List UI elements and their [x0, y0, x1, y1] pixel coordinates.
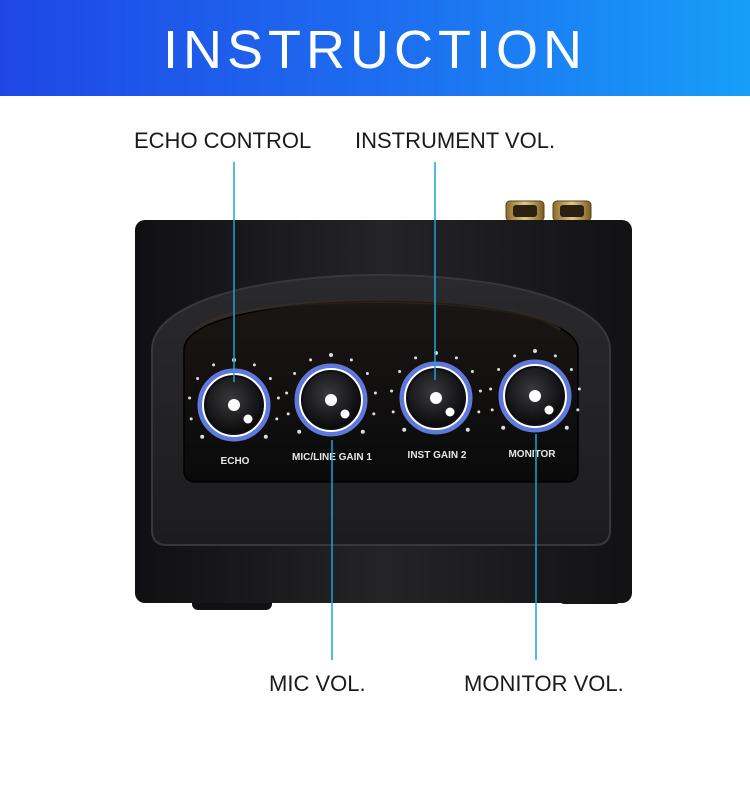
knob-mic-line-gain[interactable] [285, 353, 377, 437]
callout-instrument-vol: INSTRUMENT VOL. [355, 128, 556, 153]
rear-jack-right [552, 200, 592, 222]
callout-mic-vol: MIC VOL. [269, 671, 366, 696]
banner-title: INSTRUCTION [163, 20, 587, 80]
knob-label-echo: ECHO [221, 456, 250, 467]
knob-label-inst-gain: INST GAIN 2 [408, 450, 467, 461]
rear-jack-left [505, 200, 545, 222]
callout-monitor-vol: MONITOR VOL. [464, 671, 624, 696]
knob-monitor[interactable] [489, 349, 581, 433]
control-panel [183, 300, 579, 483]
knob-inst-gain[interactable] [390, 351, 482, 435]
knob-echo[interactable] [188, 358, 280, 442]
callout-echo-control: ECHO CONTROL [134, 128, 312, 153]
header-banner [0, 0, 750, 96]
knob-label-monitor: MONITOR [508, 449, 556, 460]
